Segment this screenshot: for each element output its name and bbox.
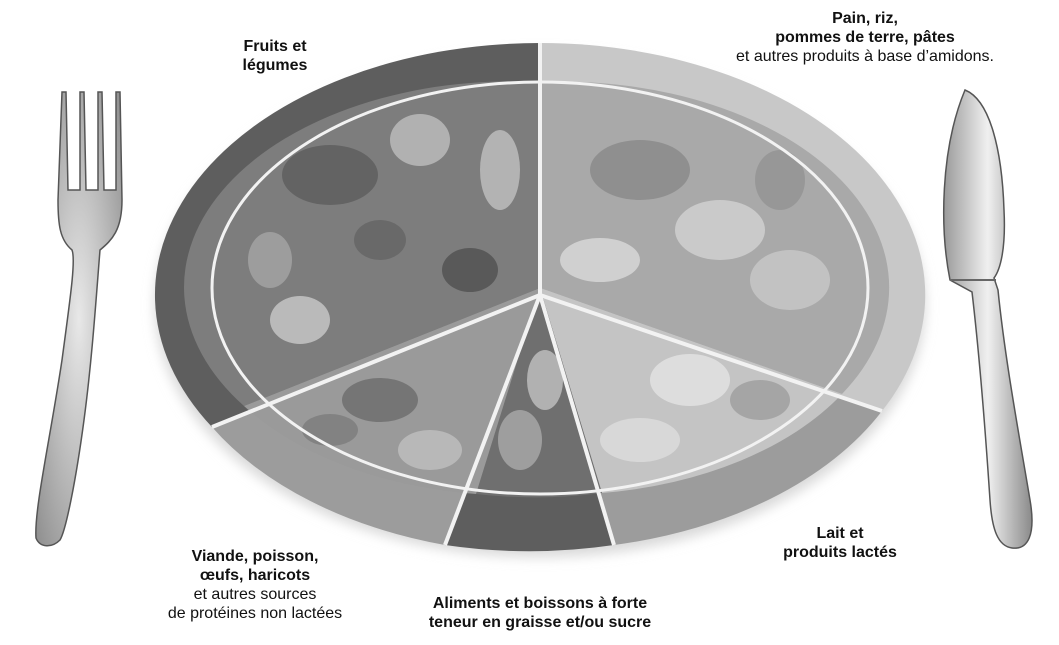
lait-title-line2: produits lactés [783, 543, 897, 561]
knife-icon [943, 89, 1033, 549]
fruits-title-line1: Fruits et [243, 38, 307, 55]
label-aliments-boissons: Aliments et boissons à forte teneur en g… [390, 595, 690, 633]
label-pain-riz: Pain, riz, pommes de terre, pâtes et aut… [700, 10, 1030, 67]
pain-title-line1: Pain, riz, [832, 10, 898, 27]
viande-title-line2: œufs, haricots [199, 566, 311, 584]
fruits-title-line2: légumes [242, 56, 308, 74]
food-texture [248, 114, 830, 470]
viande-title-line1: Viande, poisson, [191, 548, 319, 565]
label-viande-poisson: Viande, poisson, œufs, haricots et autre… [140, 548, 370, 624]
aliments-title-line1: Aliments et boissons à forte [432, 595, 648, 612]
pain-subtitle: et autres produits à base d’amidons. [736, 47, 994, 65]
lait-title-line1: Lait et [816, 525, 864, 542]
pain-title-line2: pommes de terre, pâtes [775, 28, 955, 46]
viande-subtitle-line2: de protéines non lactées [167, 604, 343, 622]
label-lait-produits-lactes: Lait et produits lactés [760, 525, 920, 563]
aliments-title-line2: teneur en graisse et/ou sucre [428, 613, 652, 631]
plate-dividers [210, 43, 883, 546]
fork-icon [35, 91, 123, 547]
label-fruits-legumes: Fruits et légumes [200, 38, 350, 76]
viande-subtitle-line1: et autres sources [193, 585, 317, 603]
